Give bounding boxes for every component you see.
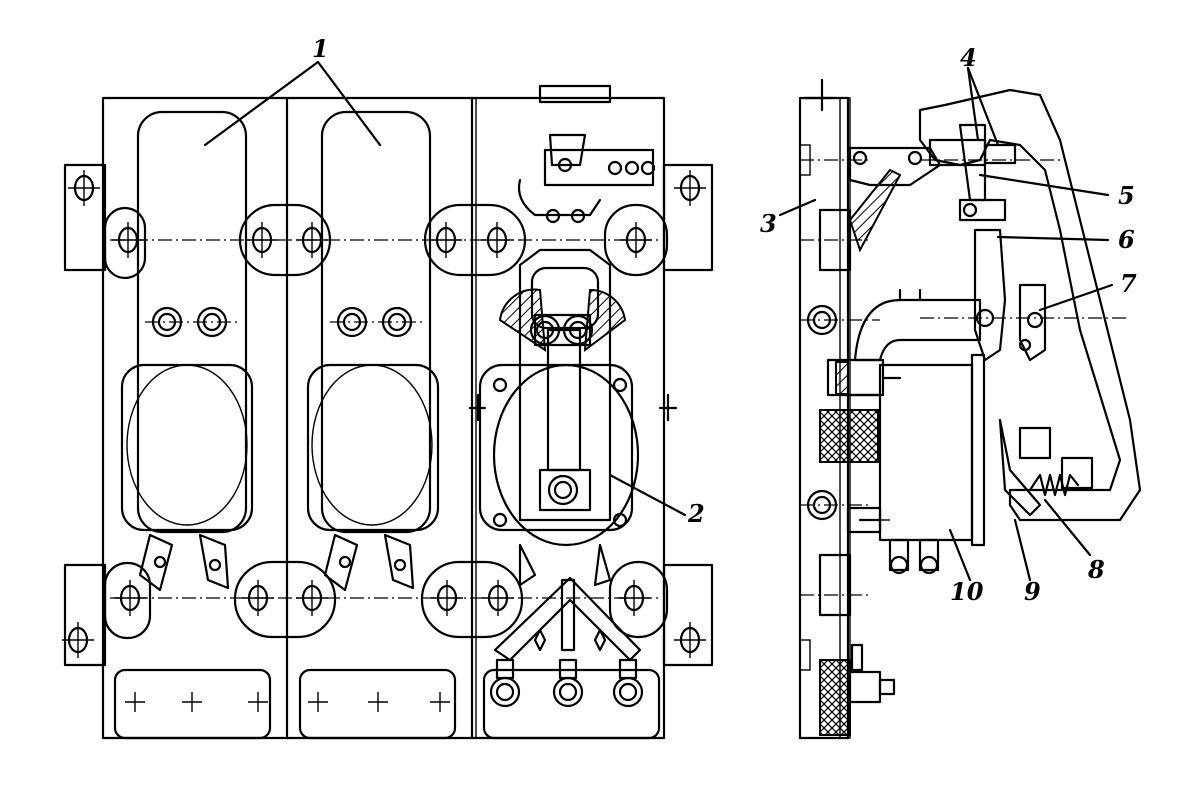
coil-terminals bbox=[888, 538, 940, 575]
upper-auxiliary-contacts bbox=[517, 133, 656, 224]
right-ear-top bbox=[662, 163, 714, 272]
label-4: 4 bbox=[960, 43, 977, 72]
label-7: 7 bbox=[1120, 269, 1137, 298]
label-5: 5 bbox=[1118, 181, 1135, 210]
label-6: 6 bbox=[1118, 225, 1135, 254]
label-1: 1 bbox=[312, 34, 329, 63]
lower-auxiliary-contacts bbox=[493, 543, 642, 662]
arc-chute-pole-1 bbox=[120, 110, 254, 592]
right-ear-bottom bbox=[662, 563, 714, 667]
left-ear-bottom bbox=[63, 563, 107, 667]
electromagnet-coil bbox=[468, 248, 678, 547]
label-8: 8 bbox=[1087, 555, 1105, 584]
label-2: 2 bbox=[687, 499, 705, 528]
side-view bbox=[778, 66, 1142, 740]
label-9: 9 bbox=[1024, 577, 1041, 606]
front-view bbox=[60, 60, 714, 740]
arc-chute-pole-2 bbox=[306, 110, 440, 592]
coil-body bbox=[878, 363, 974, 542]
callout-labels: 1 2 3 4 5 6 7 8 9 10 bbox=[312, 34, 1137, 606]
label-10: 10 bbox=[950, 577, 984, 606]
left-ear-top bbox=[63, 163, 107, 272]
label-3: 3 bbox=[760, 209, 777, 238]
